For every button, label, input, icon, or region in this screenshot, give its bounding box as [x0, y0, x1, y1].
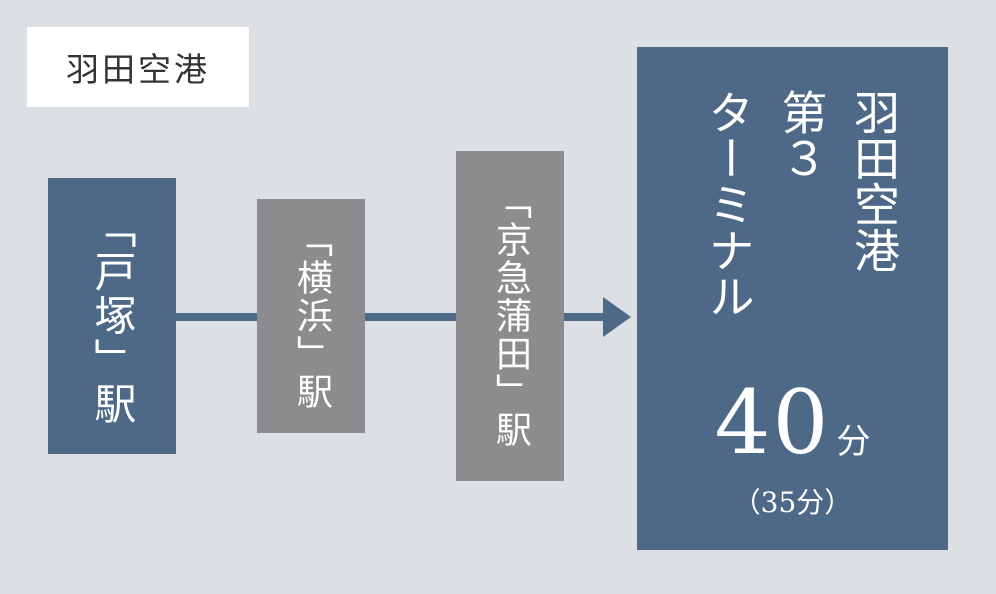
- travel-time-value: 40: [714, 371, 831, 474]
- station-label-keikyu-kamata: 「京急蒲田」駅: [490, 183, 531, 449]
- route-line: [176, 313, 608, 321]
- travel-time-unit: 分: [836, 422, 871, 462]
- destination-name-line-1: 羽田空港: [847, 89, 901, 273]
- station-label-totsuka: 「戸塚」駅: [88, 206, 137, 426]
- destination-name-line-3: ターミナル: [701, 89, 756, 319]
- destination-name: 羽田空港 第３ ターミナル: [682, 89, 910, 381]
- destination-name-line-2: 第３: [774, 89, 829, 181]
- page-title: 羽田空港: [27, 27, 249, 107]
- station-box-totsuka: 「戸塚」駅: [48, 178, 176, 454]
- station-box-keikyu-kamata: 「京急蒲田」駅: [456, 151, 564, 481]
- station-label-yokohama: 「横浜」駅: [291, 221, 332, 411]
- title-text: 羽田空港: [66, 50, 210, 89]
- travel-time-alt: （35分）: [732, 486, 853, 519]
- route-arrow-icon: [603, 297, 631, 337]
- station-box-yokohama: 「横浜」駅: [257, 199, 365, 433]
